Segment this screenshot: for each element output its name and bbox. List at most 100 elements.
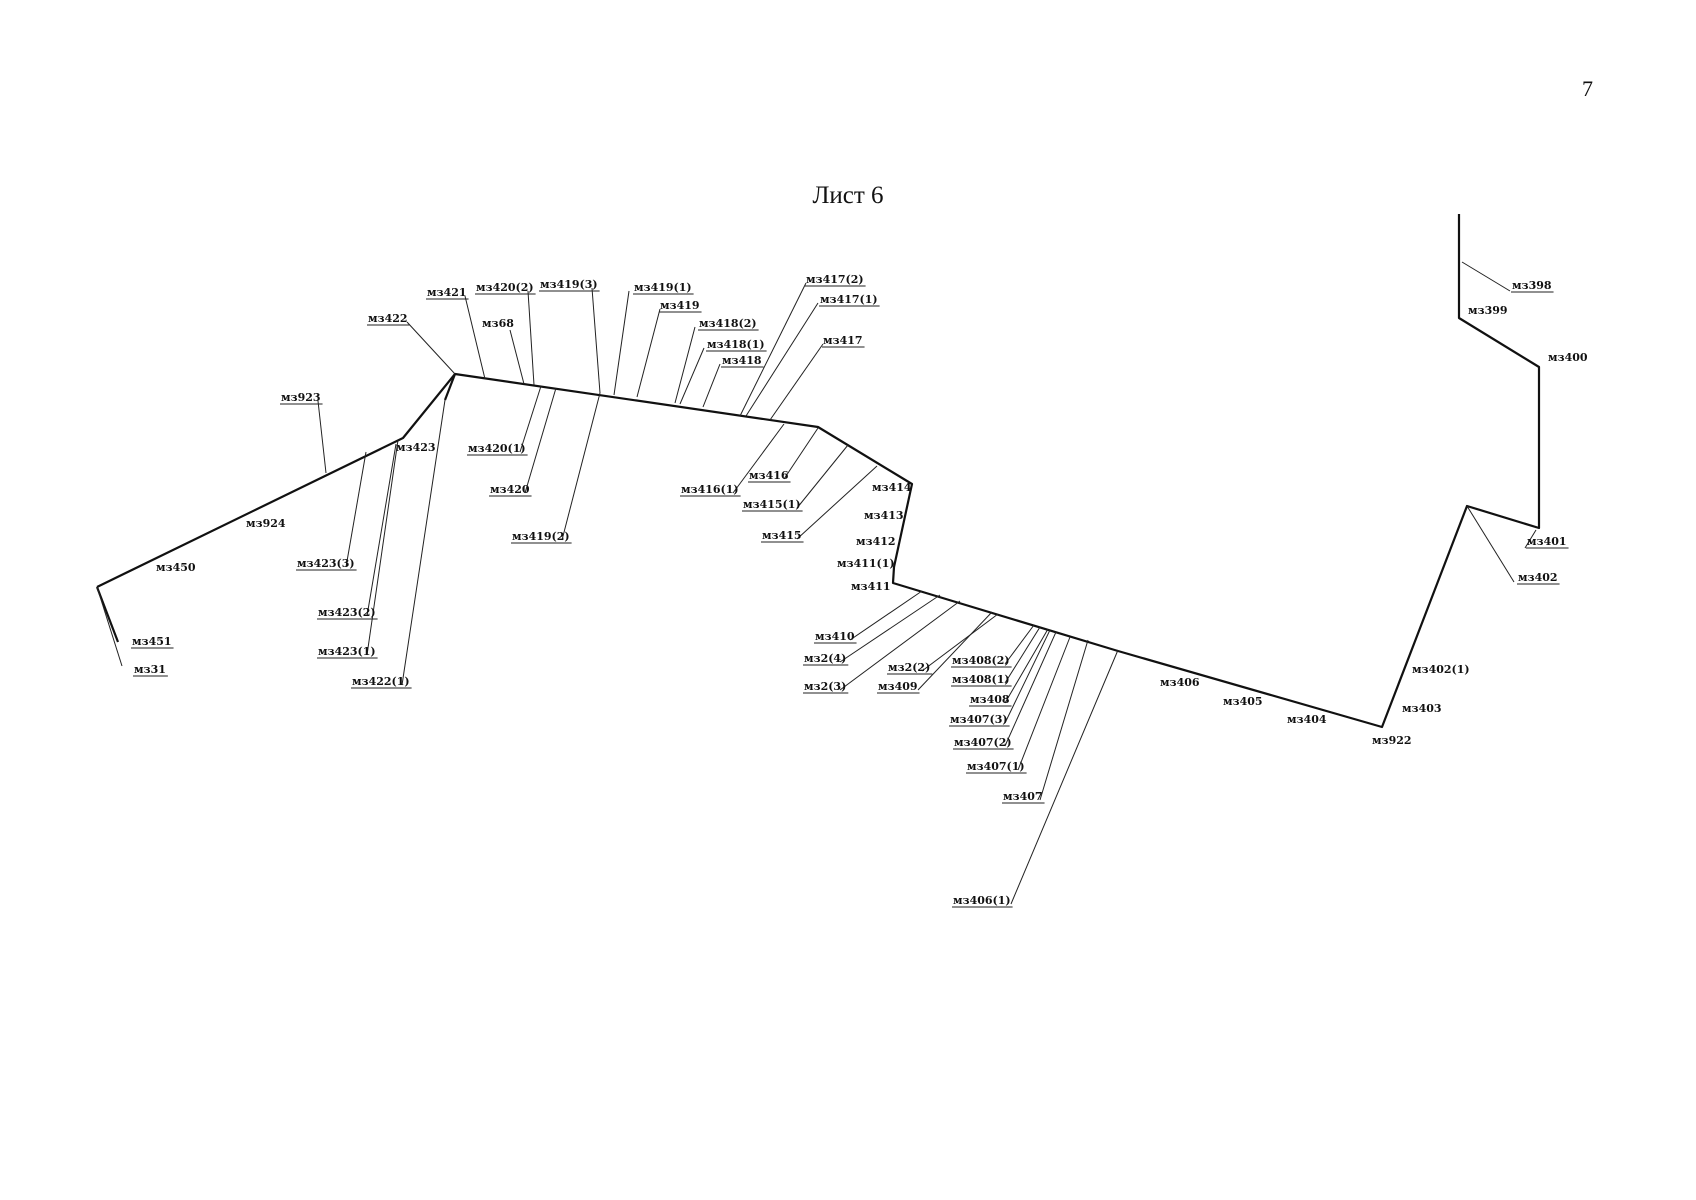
leader-line: [1017, 636, 1071, 771]
station-label-text: мз415(1): [743, 498, 801, 511]
leader-line: [1004, 631, 1057, 747]
leader-line: [674, 326, 696, 404]
leader-line: [739, 282, 807, 417]
station-label-text: мз398: [1512, 279, 1552, 292]
station-label-text: мз416: [749, 469, 789, 482]
station-label-text: мз399: [1468, 304, 1508, 317]
station-label-419-3: мз419(3): [539, 278, 601, 394]
leader-line: [1004, 629, 1051, 724]
station-label-407-3: мз407(3): [949, 629, 1051, 727]
station-label-404: мз404: [1287, 713, 1327, 726]
station-label-text: мз418(1): [707, 338, 765, 351]
leader-line: [917, 611, 993, 691]
station-label-408-2: мз408(2): [951, 624, 1035, 668]
station-label-415-1: мз415(1): [742, 444, 849, 512]
station-label-423-1: мз423(1): [317, 439, 399, 659]
station-label-418-2: мз418(2): [674, 317, 759, 404]
station-label-2-4: мз2(4): [803, 594, 941, 666]
leader-line: [702, 363, 721, 408]
leader-line: [796, 444, 849, 509]
station-label-text: мз450: [156, 561, 196, 574]
station-label-text: мз407(1): [967, 760, 1025, 773]
station-label-text: мз411(1): [837, 557, 895, 570]
station-label-450: мз450: [156, 561, 196, 574]
leader-line: [839, 594, 941, 663]
station-label-text: мз417: [823, 334, 863, 347]
station-label-text: мз402: [1518, 571, 1558, 584]
station-label-399: мз399: [1468, 304, 1508, 317]
station-label-402: мз402: [1517, 571, 1560, 585]
station-label-text: мз422(1): [352, 675, 410, 688]
station-label-text: мз451: [132, 635, 172, 648]
leader-line: [769, 343, 824, 421]
station-label-417: мз417: [769, 334, 865, 421]
leader-line: [1004, 624, 1035, 665]
station-label-text: мз412: [856, 535, 896, 548]
station-label-423-3: мз423(3): [296, 451, 367, 571]
station-label-413: мз413: [864, 509, 904, 522]
main-route-line: [96, 214, 1541, 729]
sheet-title: Лист 6: [812, 182, 884, 209]
station-label-402-1: мз402(1): [1412, 663, 1470, 676]
station-label-416: мз416: [748, 427, 819, 483]
station-label-400: мз400: [1548, 351, 1588, 364]
station-label-401: мз401: [1524, 529, 1569, 549]
leader-line: [401, 399, 446, 686]
station-label-412: мз412: [856, 535, 896, 548]
station-label-text: мз413: [864, 509, 904, 522]
station-label-text: мз421: [427, 286, 467, 299]
station-label-415: мз415: [761, 465, 878, 543]
station-label-417-2: мз417(2): [739, 273, 866, 417]
labels-layer: мз398 мз399 мз400 мз401 мз402 мз402(1) мз403 мз…: [131, 261, 1588, 908]
station-label-451: мз451: [131, 635, 174, 649]
station-label-411: мз411: [851, 580, 891, 593]
station-label-text: мз924: [246, 517, 286, 530]
station-label-420-1: мз420(1): [467, 385, 542, 456]
station-label-text: мз415: [762, 529, 802, 542]
station-label-text: мз2(2): [888, 661, 930, 674]
station-label-text: мз419: [660, 299, 700, 312]
leader-line: [527, 290, 535, 386]
leader-line: [732, 423, 785, 494]
station-label-410: мз410: [814, 590, 923, 644]
station-label-417-1: мз417(1): [745, 293, 880, 417]
leader-line: [796, 465, 878, 540]
leader-line: [524, 387, 557, 494]
station-label-408: мз408: [969, 628, 1049, 707]
station-label-text: мз406: [1160, 676, 1200, 689]
station-label-408-1: мз408(1): [951, 626, 1041, 687]
leader-line: [613, 290, 630, 396]
leader-line: [636, 308, 661, 398]
station-label-text: мз418(2): [699, 317, 757, 330]
leader-line: [464, 295, 486, 380]
station-label-407: мз407: [1002, 639, 1089, 804]
station-label-text: мз423(2): [318, 606, 376, 619]
station-label-407-2: мз407(2): [953, 631, 1057, 750]
station-label-text: мз2(4): [804, 652, 846, 665]
station-label-423: мз423: [396, 441, 436, 454]
station-label-68: мз68: [482, 317, 525, 385]
leader-line: [679, 347, 705, 405]
leader-line: [1004, 626, 1041, 684]
page-number: 7: [1582, 76, 1593, 101]
station-label-text: мз407: [1003, 790, 1043, 803]
station-label-409: мз409: [877, 611, 993, 694]
station-label-2-3: мз2(3): [803, 600, 961, 694]
station-label-text: мз403: [1402, 702, 1442, 715]
station-label-text: мз407(3): [950, 713, 1008, 726]
leader-line: [783, 427, 819, 480]
station-label-414: мз414: [872, 481, 912, 494]
station-label-text: мз408(1): [952, 673, 1010, 686]
leader-line: [366, 443, 397, 617]
branch-line-422: [443, 373, 457, 401]
leader-line: [591, 287, 601, 394]
station-label-text: мз417(2): [806, 273, 864, 286]
station-label-text: мз922: [1372, 734, 1412, 747]
leader-line: [839, 600, 961, 691]
branch-line-31: [96, 586, 123, 667]
station-label-text: мз408(2): [952, 654, 1010, 667]
station-label-418-1: мз418(1): [679, 338, 767, 405]
leader-line: [1461, 261, 1511, 292]
leader-line: [561, 392, 601, 541]
station-label-text: мз423(3): [297, 557, 355, 570]
